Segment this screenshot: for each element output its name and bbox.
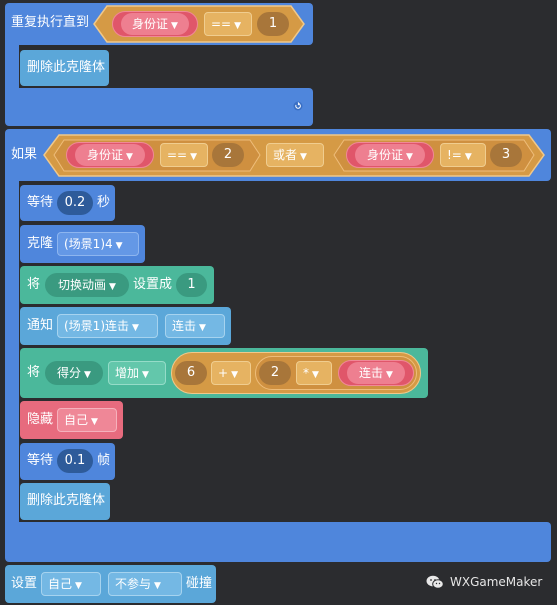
hide-target-dropdown[interactable]: 自己▼ (57, 408, 117, 432)
wait-seconds-unit: 秒 (97, 195, 111, 210)
watermark-text: WXGameMaker (450, 575, 543, 589)
if-condition2-variable[interactable]: 身份证▼ (346, 142, 434, 168)
if-condition1-value[interactable]: 2 (212, 143, 244, 167)
notify-target-dropdown[interactable]: (场景1)连击▼ (57, 314, 158, 338)
repeat-condition-variable[interactable]: 身份证▼ (112, 11, 198, 37)
notify-message-dropdown[interactable]: 连击▼ (165, 314, 225, 338)
score-expression-operator2-dropdown[interactable]: *▼ (296, 361, 332, 385)
if-condition2-operator-dropdown[interactable]: !=▼ (440, 143, 486, 167)
score-expression-operator1-dropdown[interactable]: +▼ (211, 361, 251, 385)
wait-frames-label: 等待 (27, 453, 54, 468)
hide-label: 隐藏 (27, 412, 54, 427)
if-condition1-variable[interactable]: 身份证▼ (66, 142, 154, 168)
change-score-action-dropdown[interactable]: 增加▼ (108, 361, 166, 385)
loop-arrow-icon (293, 101, 303, 111)
if-block-side (5, 176, 19, 528)
delete-clone-block-1[interactable] (20, 50, 109, 86)
wechat-icon (426, 575, 444, 589)
notify-label: 通知 (27, 318, 54, 333)
if-label: 如果 (11, 147, 38, 162)
delete-clone-block-2[interactable] (20, 483, 110, 520)
if-condition1-operator-dropdown[interactable]: ==▼ (160, 143, 208, 167)
repeat-until-side (5, 40, 19, 92)
set-animation-prefix: 将 (27, 277, 41, 292)
clone-label: 克隆 (27, 236, 54, 251)
set-animation-action: 设置成 (133, 277, 173, 292)
set-collision-label: 设置 (11, 576, 38, 591)
wait-seconds-value[interactable]: 0.2 (57, 191, 93, 215)
wait-frames-unit: 帧 (97, 453, 111, 468)
wait-seconds-label: 等待 (27, 195, 54, 210)
repeat-condition-value[interactable]: 1 (257, 12, 289, 36)
score-expression-operand-a[interactable]: 6 (175, 361, 207, 385)
score-expression-variable[interactable]: 连击▼ (338, 360, 414, 386)
set-animation-value[interactable]: 1 (176, 273, 207, 297)
if-block-footer (5, 522, 551, 562)
clone-target-dropdown[interactable]: (场景1)4▼ (57, 232, 139, 256)
repeat-condition-operator-dropdown[interactable]: ==▼ (204, 12, 252, 36)
repeat-until-label: 重复执行直到 (11, 15, 90, 30)
set-collision-option-dropdown[interactable]: 不参与▼ (108, 572, 182, 596)
set-collision-target-dropdown[interactable]: 自己▼ (41, 572, 101, 596)
delete-clone-label-2: 删除此克隆体 (27, 493, 106, 508)
score-expression-operand-b[interactable]: 2 (259, 361, 291, 385)
wait-frames-value[interactable]: 0.1 (57, 449, 93, 473)
change-score-prefix: 将 (27, 365, 41, 380)
delete-clone-label-1: 删除此克隆体 (27, 60, 106, 75)
set-collision-suffix: 碰撞 (186, 576, 213, 591)
repeat-until-footer (5, 88, 313, 126)
if-condition2-value[interactable]: 3 (490, 143, 522, 167)
if-logic-operator-dropdown[interactable]: 或者▼ (266, 143, 324, 167)
change-score-variable-dropdown[interactable]: 得分▼ (45, 361, 103, 385)
set-animation-property-dropdown[interactable]: 切换动画▼ (45, 273, 129, 297)
